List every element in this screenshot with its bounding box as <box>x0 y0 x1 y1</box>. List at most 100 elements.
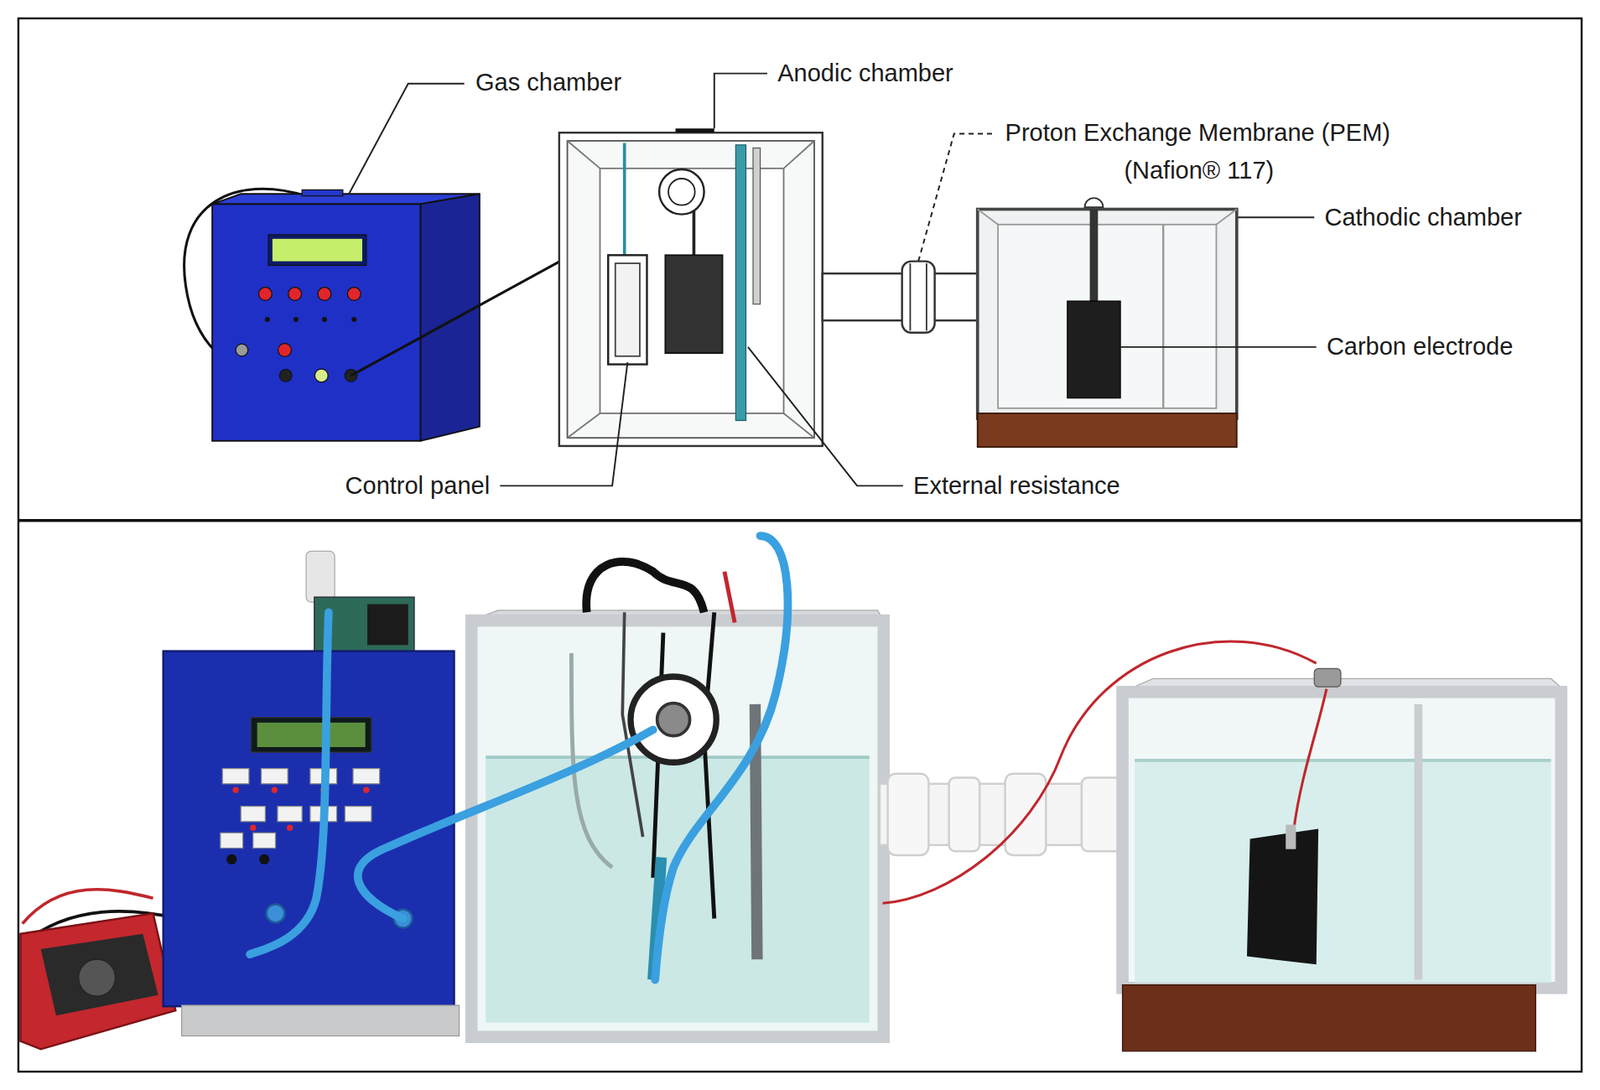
cathodic-tank-photo-part <box>1285 825 1296 850</box>
tubing <box>249 535 788 980</box>
cathodic-tank-photo-part <box>1134 760 1551 983</box>
anodic-tank-photo-part <box>657 703 691 737</box>
tubing-part <box>249 612 329 955</box>
callout-label: Anodic chamber <box>777 59 954 88</box>
cathodic-chamber-part <box>1215 209 1237 225</box>
multimeter-part <box>78 959 116 997</box>
control-unit-photo-part-part <box>271 786 278 793</box>
multimeter <box>20 889 179 1050</box>
control-unit-photo-part-part <box>277 806 302 822</box>
control-unit-photo-part-part <box>363 786 369 793</box>
gas-chamber-device-part <box>288 287 302 302</box>
cathodic-chamber-part <box>1084 197 1103 208</box>
anodic-tank-photo-part <box>724 571 735 624</box>
control-unit-photo-part-part <box>222 768 250 785</box>
gas-chamber-device-part <box>293 316 299 323</box>
anodic-chamber-part <box>692 209 697 256</box>
control-unit-photo-part <box>226 854 237 865</box>
control-unit-photo-part-part <box>261 768 289 785</box>
anodic-chamber-part <box>559 132 823 447</box>
cathodic-tank-photo-part <box>1122 691 1562 988</box>
membrane-pipe-part <box>925 263 928 331</box>
leader-lines-part <box>1237 216 1315 219</box>
anodic-tank-photo-part <box>471 620 884 1038</box>
cathodic-tank-photo-part <box>1293 689 1327 830</box>
leader-lines-part <box>714 73 768 130</box>
cathodic-chamber-part <box>977 209 998 225</box>
cathodic-tank-photo-part <box>1246 828 1319 965</box>
anodic-chamber-part <box>607 254 647 364</box>
anodic-tank-photo-part <box>630 676 717 763</box>
gas-chamber-device-part <box>278 343 292 358</box>
figure-frame-part <box>18 519 1582 523</box>
multimeter-part <box>20 913 176 1050</box>
gas-chamber-device-part <box>264 316 271 323</box>
callout-label: External resistance <box>913 472 1121 500</box>
tubing-part <box>654 535 788 980</box>
control-unit-photo-part <box>220 768 380 849</box>
cathodic-tank-photo-part <box>1414 704 1424 981</box>
gas-chamber-device-part <box>272 238 363 262</box>
control-unit-photo-part <box>306 550 335 603</box>
figure-frame-part <box>18 18 1582 1072</box>
leader-lines-part <box>499 362 628 486</box>
anodic-chamber-part <box>615 263 640 357</box>
anodic-chamber-part <box>668 178 696 206</box>
leader-lines-part <box>748 347 904 487</box>
anodic-chamber-part <box>675 128 715 133</box>
anodic-tank-photo-part <box>704 612 715 919</box>
callout-label: Control panel <box>345 472 491 500</box>
callout-label: Gas chamber <box>475 68 622 97</box>
gas-chamber-device-part <box>235 343 249 357</box>
control-unit-photo-part <box>250 717 372 753</box>
control-unit-photo-part-part <box>240 806 265 822</box>
control-unit-photo-part-part <box>249 825 256 832</box>
control-unit-photo-part-part <box>353 768 380 785</box>
anodic-chamber-part <box>753 147 761 304</box>
control-unit-photo <box>163 550 460 1036</box>
control-unit-photo-part-part <box>253 832 276 848</box>
leader-lines-part <box>348 83 465 194</box>
control-unit-photo-part-part <box>232 786 239 793</box>
gas-chamber-device-part <box>351 316 357 323</box>
anodic-chamber-part <box>659 169 705 215</box>
callout-label: Carbon electrode <box>1326 332 1513 361</box>
cathodic-chamber-part <box>1067 301 1121 399</box>
pipe-photo-part <box>949 778 981 852</box>
anodic-chamber-part <box>567 140 601 169</box>
control-unit-photo-part-part <box>286 825 293 832</box>
gas-chamber-device-part <box>268 234 367 266</box>
control-unit-photo-part <box>259 854 270 865</box>
gas-chamber-device-part <box>212 203 421 441</box>
membrane-pipe <box>822 261 1000 333</box>
gas-chamber-device-part <box>420 193 480 442</box>
cathodic-chamber-part <box>977 209 1237 420</box>
control-unit-photo-part <box>232 786 369 831</box>
control-unit-photo-part <box>367 604 409 646</box>
cathodic-chamber <box>977 197 1237 447</box>
tubing-part <box>358 729 654 919</box>
anodic-chamber-part <box>664 254 723 354</box>
gas-chamber-device-part <box>301 189 343 196</box>
gas-chamber-device-part <box>317 287 332 302</box>
callout-label: Proton Exchange Membrane (PEM) <box>1005 119 1391 147</box>
gas-chamber-device-part <box>258 287 272 302</box>
cathodic-chamber-part <box>997 224 1216 409</box>
anodic-chamber-part <box>567 140 815 438</box>
leader-lines-part <box>1120 346 1317 349</box>
gas-chamber-device-part <box>322 316 328 323</box>
cathodic-tank-photo-part <box>1134 758 1551 763</box>
anodic-tank-photo-part <box>485 757 870 1023</box>
anodic-chamber-part <box>623 142 627 257</box>
anodic-tank-photo-part <box>586 561 704 613</box>
gas-chamber-device-part <box>279 369 292 383</box>
cathodic-chamber-part <box>977 413 1237 447</box>
membrane-pipe-part <box>909 263 912 331</box>
figure-frame <box>18 18 1582 1072</box>
cathodic-tank-photo <box>883 641 1567 1052</box>
gas-chamber-device-part <box>314 368 328 383</box>
callout-label: Cathodic chamber <box>1324 203 1522 232</box>
control-unit-photo-part <box>181 1005 460 1037</box>
anodic-chamber-part <box>567 413 601 438</box>
